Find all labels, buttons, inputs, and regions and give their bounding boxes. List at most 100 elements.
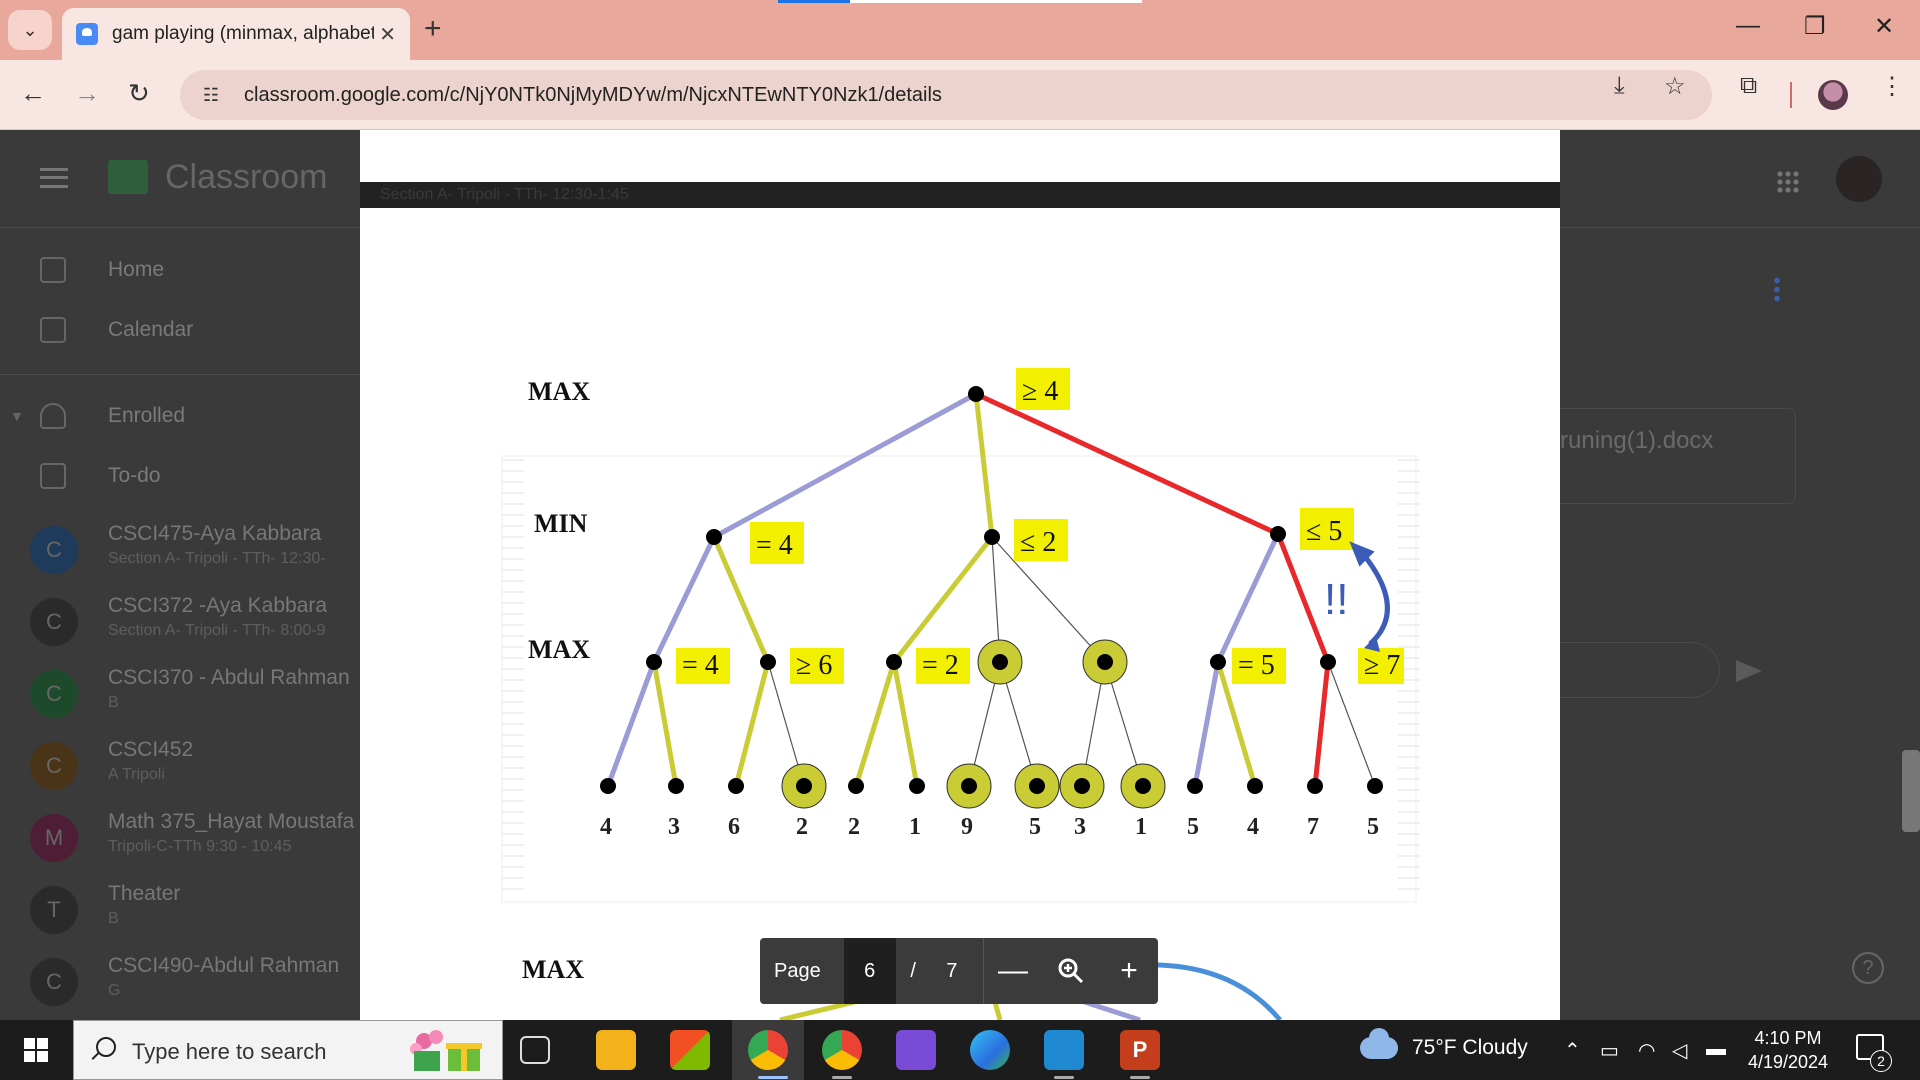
course-name: CSCI370 - Abdul Rahman bbox=[108, 666, 350, 689]
window-restore-button[interactable]: ❐ bbox=[1804, 13, 1826, 40]
more-options-icon[interactable] bbox=[1774, 276, 1780, 302]
install-app-icon[interactable]: ⤓ bbox=[1614, 72, 1625, 99]
tree-node bbox=[984, 529, 1000, 545]
page-separator: / bbox=[910, 959, 916, 982]
microsoft-store-icon[interactable] bbox=[670, 1030, 710, 1070]
edge-icon[interactable] bbox=[970, 1030, 1010, 1070]
address-url[interactable]: classroom.google.com/c/NjY0NTk0NjMyMDYw/… bbox=[244, 83, 942, 106]
system-clock[interactable]: 4:10 PM 4/19/2024 bbox=[1738, 1026, 1838, 1074]
zoom-in-button[interactable]: + bbox=[1120, 954, 1138, 987]
tree-edge bbox=[991, 536, 1106, 663]
clock-date: 4/19/2024 bbox=[1747, 1052, 1829, 1072]
task-view-icon[interactable] bbox=[520, 1036, 550, 1064]
extensions-icon[interactable]: ⧉ bbox=[1740, 72, 1758, 99]
tree-leaf-node bbox=[1367, 778, 1383, 794]
window-close-button[interactable]: ✕ bbox=[1874, 13, 1895, 40]
forward-arrow-icon[interactable]: → bbox=[74, 78, 100, 108]
profile-avatar[interactable] bbox=[1818, 80, 1848, 110]
value-label-box bbox=[916, 648, 970, 684]
browser-tab-active[interactable]: gam playing (minmax, alphabeta ✕ bbox=[62, 8, 410, 60]
arrow-head bbox=[1364, 636, 1380, 652]
leaf-value: 4 bbox=[600, 814, 612, 840]
running-indicator bbox=[832, 1076, 852, 1079]
search-icon bbox=[96, 1037, 116, 1057]
chrome-icon[interactable] bbox=[822, 1030, 862, 1070]
leaf-value: 7 bbox=[1307, 814, 1319, 840]
curved-arrow bbox=[1356, 546, 1390, 646]
zoom-out-button[interactable]: — bbox=[998, 954, 1029, 987]
attachment-card[interactable]: runing(1).docx bbox=[1560, 408, 1796, 504]
sidebar-label: To-do bbox=[108, 464, 161, 487]
active-indicator bbox=[758, 1076, 788, 1079]
course-avatar: C bbox=[30, 742, 78, 790]
battery-icon[interactable]: ▬ bbox=[1706, 1038, 1726, 1060]
sidebar-item-calendar[interactable]: Calendar bbox=[0, 306, 360, 354]
meet-now-icon[interactable]: ▭ bbox=[1600, 1040, 1619, 1062]
tree-leaf-node bbox=[961, 778, 977, 794]
value-label-box bbox=[790, 648, 844, 684]
search-placeholder: Type here to search bbox=[132, 1039, 327, 1064]
reload-icon[interactable]: ↻ bbox=[128, 78, 150, 108]
file-explorer-icon[interactable] bbox=[596, 1030, 636, 1070]
back-arrow-icon[interactable]: ← bbox=[20, 78, 46, 108]
powerpoint-icon[interactable]: P bbox=[1120, 1030, 1160, 1070]
value-label-box bbox=[1014, 519, 1068, 561]
tree-node bbox=[1210, 654, 1226, 670]
sidebar-item-home[interactable]: Home bbox=[0, 246, 360, 294]
tree-edge bbox=[1312, 661, 1331, 787]
main-menu-icon[interactable] bbox=[40, 168, 68, 188]
tree-node bbox=[992, 654, 1008, 670]
account-avatar[interactable] bbox=[1836, 156, 1882, 202]
taskbar-search[interactable]: Type here to search bbox=[73, 1020, 503, 1080]
course-section: G bbox=[108, 982, 121, 999]
course-name: CSCI452 bbox=[108, 738, 194, 761]
course-section: Tripoli-C-TTh 9:30 - 10:45 bbox=[108, 838, 292, 855]
address-bar[interactable]: ☷ classroom.google.com/c/NjY0NTk0NjMyMDY… bbox=[180, 70, 1712, 120]
toolbar-divider bbox=[1790, 82, 1792, 108]
new-tab-button[interactable]: + bbox=[424, 12, 442, 45]
volume-icon[interactable]: ◁ bbox=[1672, 1040, 1688, 1062]
value-label-box bbox=[1300, 508, 1354, 550]
course-name: CSCI372 -Aya Kabbara bbox=[108, 594, 328, 617]
sidebar-item-enrolled[interactable]: ▼ Enrolled bbox=[0, 392, 360, 440]
window-minimize-button[interactable]: — bbox=[1736, 12, 1760, 39]
course-section: B bbox=[108, 910, 119, 927]
google-apps-icon[interactable] bbox=[1776, 170, 1800, 194]
windows-start-icon[interactable] bbox=[24, 1038, 48, 1062]
site-info-icon[interactable]: ☷ bbox=[202, 84, 220, 105]
chrome-profile-icon[interactable] bbox=[748, 1030, 788, 1070]
value-label-box bbox=[1358, 648, 1404, 684]
browser-menu-icon[interactable]: ⋮ bbox=[1880, 73, 1904, 100]
running-indicator bbox=[1054, 1076, 1074, 1079]
tree-node bbox=[886, 654, 902, 670]
course-section: Section A- Tripoli - TTh- 8:00-9 bbox=[108, 622, 326, 639]
leaf-value: 3 bbox=[1074, 814, 1086, 840]
page-scrollbar[interactable] bbox=[1902, 750, 1920, 832]
tree-level-label: MIN bbox=[534, 509, 588, 538]
bookmark-star-icon[interactable]: ☆ bbox=[1664, 73, 1686, 100]
tab-search-button[interactable]: ⌄ bbox=[8, 10, 52, 50]
tree-level-label: MAX bbox=[528, 377, 590, 406]
vscode-icon[interactable] bbox=[1044, 1030, 1084, 1070]
weather-widget[interactable]: 75°F Cloudy bbox=[1360, 1028, 1528, 1060]
app-name[interactable]: Classroom bbox=[165, 158, 328, 196]
wifi-icon[interactable]: ◠ bbox=[1638, 1040, 1656, 1062]
leaf-value: 1 bbox=[909, 814, 921, 840]
course-name: CSCI490-Abdul Rahman bbox=[108, 954, 340, 977]
sidebar-item-todo[interactable]: To-do bbox=[0, 452, 360, 500]
tab-close-icon[interactable]: ✕ bbox=[379, 23, 396, 46]
help-icon[interactable]: ? bbox=[1852, 952, 1884, 984]
comment-input[interactable] bbox=[1560, 642, 1720, 698]
tree-edge bbox=[733, 661, 771, 787]
page-number-input[interactable]: 6 bbox=[843, 938, 896, 1004]
visual-studio-icon[interactable] bbox=[896, 1030, 936, 1070]
send-icon[interactable] bbox=[1736, 660, 1762, 682]
show-hidden-icons-icon[interactable]: ⌃ bbox=[1564, 1040, 1581, 1062]
